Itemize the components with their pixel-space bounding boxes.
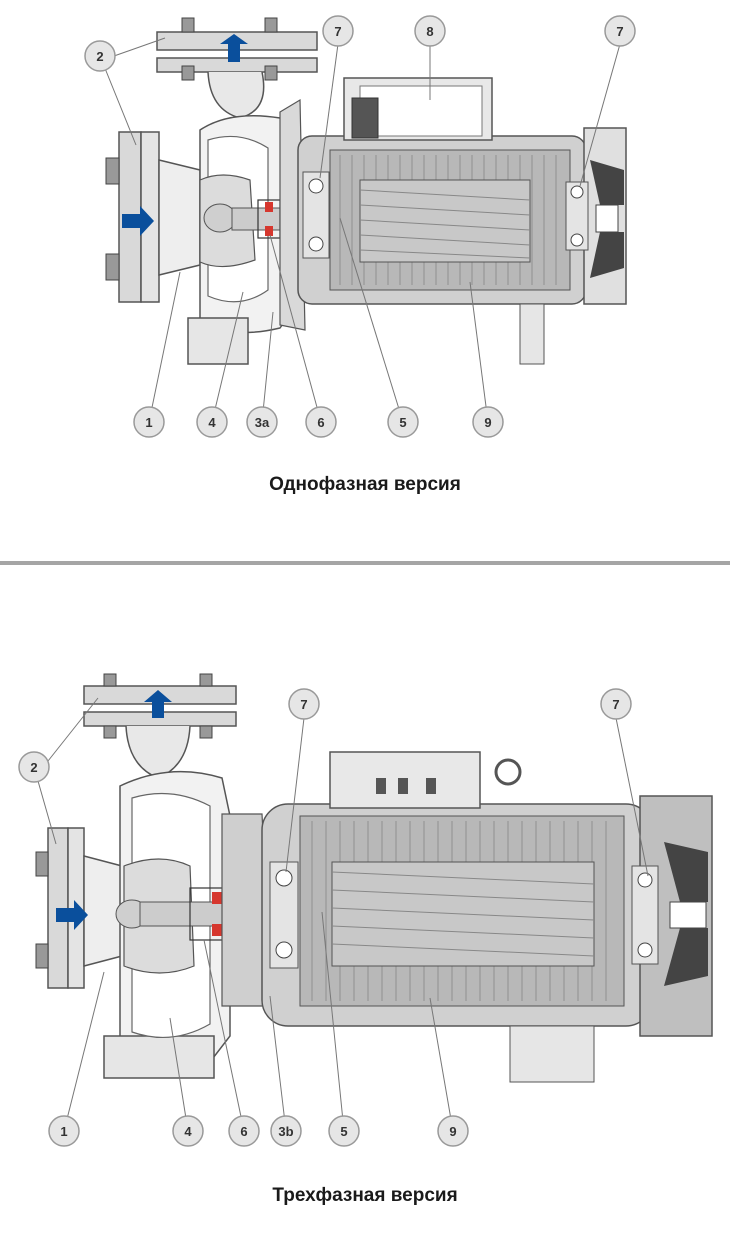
outlet-flange: [83, 673, 237, 779]
section-divider: [0, 561, 730, 565]
leader-lines: [99, 37, 621, 423]
callout-3b-label: 3b: [278, 1124, 293, 1139]
outlet-flow-arrow: [144, 690, 172, 718]
front-bearing: [269, 861, 299, 969]
callout-7-rear: 7: [600, 688, 632, 720]
callout-1: 1: [133, 406, 165, 438]
single-phase-diagram-panel: 2 7 8 7 1 4 3a 6: [0, 0, 730, 560]
inlet-flange: [35, 827, 123, 989]
inlet-flow-arrow: [122, 206, 154, 236]
callout-7-front: 7: [322, 15, 354, 47]
rotor: [331, 861, 595, 967]
inlet-flow-arrow: [56, 900, 88, 930]
callout-5: 5: [387, 406, 419, 438]
callout-6: 6: [228, 1115, 260, 1147]
single-phase-pump-drawing: 2 7 8 7 1 4 3a 6: [84, 15, 636, 438]
cooling-fan: [664, 842, 708, 986]
single-phase-caption: Однофазная версия: [269, 474, 461, 495]
callout-5-label: 5: [340, 1124, 347, 1139]
callout-5-label: 5: [399, 415, 406, 430]
outlet-flow-arrow: [220, 34, 248, 62]
callout-9: 9: [437, 1115, 469, 1147]
rotor: [359, 179, 531, 263]
callout-6-label: 6: [240, 1124, 247, 1139]
three-phase-caption: Трехфазная версия: [272, 1185, 458, 1206]
callout-8-label: 8: [426, 24, 433, 39]
callout-4-label: 4: [184, 1124, 192, 1139]
callout-7-rear: 7: [604, 15, 636, 47]
callout-2-label: 2: [96, 49, 103, 64]
inlet-flange: [105, 131, 201, 303]
callout-7-front: 7: [288, 688, 320, 720]
callout-7-front-label: 7: [334, 24, 341, 39]
callout-3a: 3a: [246, 406, 278, 438]
callout-3a-label: 3a: [255, 415, 270, 430]
callout-2: 2: [84, 40, 116, 72]
callout-6-label: 6: [317, 415, 324, 430]
callout-2-label: 2: [30, 760, 37, 775]
callout-9-label: 9: [484, 415, 491, 430]
impeller: [199, 174, 256, 268]
callout-3b: 3b: [270, 1115, 302, 1147]
callout-7-rear-label: 7: [612, 697, 619, 712]
rear-bearing: [631, 865, 659, 965]
callout-1: 1: [48, 1115, 80, 1147]
callout-9-label: 9: [449, 1124, 456, 1139]
pump-casing: [103, 770, 231, 1079]
callout-9: 9: [472, 406, 504, 438]
three-phase-pump-drawing: 2 7 7 1 4 6 3b 5: [18, 673, 713, 1147]
callout-5: 5: [328, 1115, 360, 1147]
callout-7-front-label: 7: [300, 697, 307, 712]
callout-4: 4: [196, 406, 228, 438]
callout-7-rear-label: 7: [616, 24, 623, 39]
outlet-flange: [156, 17, 318, 119]
callout-1-label: 1: [60, 1124, 67, 1139]
callout-6: 6: [305, 406, 337, 438]
front-bearing: [302, 171, 330, 259]
callout-4-label: 4: [208, 415, 216, 430]
rear-bearing: [565, 181, 589, 251]
callout-4: 4: [172, 1115, 204, 1147]
callout-2: 2: [18, 751, 50, 783]
three-phase-diagram-panel: 2 7 7 1 4 6 3b 5: [0, 566, 730, 1236]
callout-1-label: 1: [145, 415, 152, 430]
cooling-fan: [590, 160, 624, 278]
leader-lines: [33, 697, 649, 1132]
callout-8: 8: [414, 15, 446, 47]
